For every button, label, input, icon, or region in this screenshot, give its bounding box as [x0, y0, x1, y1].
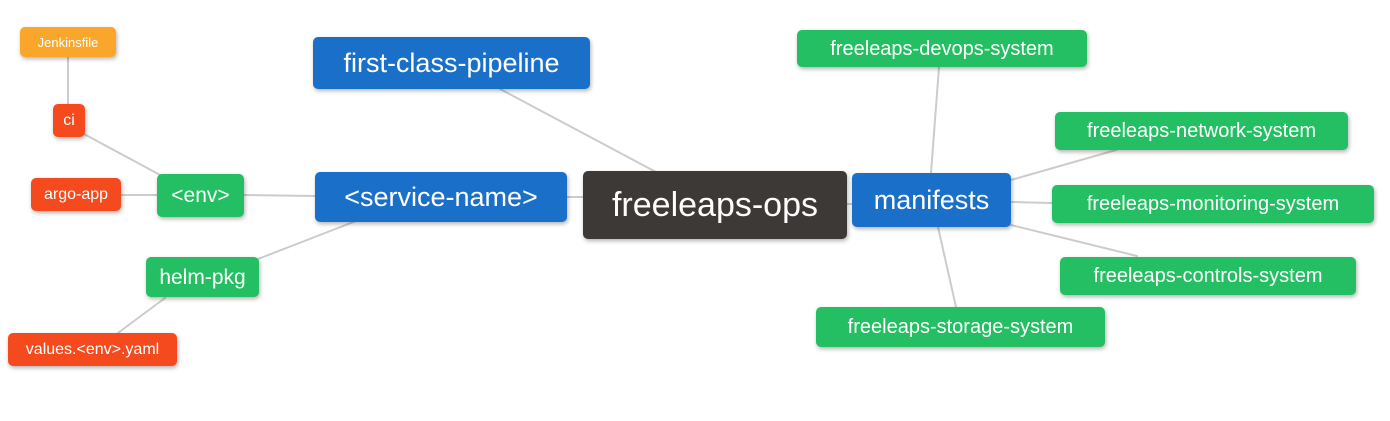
node-env[interactable]: <env> — [157, 174, 244, 217]
edge-helm-pkg-service-name — [257, 220, 357, 260]
node-values-env-yaml[interactable]: values.<env>.yaml — [8, 333, 177, 366]
node-freeleaps-controls-system[interactable]: freeleaps-controls-system — [1060, 257, 1356, 295]
node-argo-app[interactable]: argo-app — [31, 178, 121, 211]
node-freeleaps-network-system[interactable]: freeleaps-network-system — [1055, 112, 1348, 150]
node-freeleaps-storage-system[interactable]: freeleaps-storage-system — [816, 307, 1105, 347]
node-freeleaps-devops-system[interactable]: freeleaps-devops-system — [797, 30, 1087, 67]
node-first-class-pipeline[interactable]: first-class-pipeline — [313, 37, 590, 89]
edge-manifests-controls — [1010, 224, 1138, 257]
node-freeleaps-ops[interactable]: freeleaps-ops — [583, 171, 847, 239]
edge-manifests-storage — [937, 226, 957, 308]
edge-first-class-pipeline-root — [499, 88, 657, 173]
node-freeleaps-monitoring-system[interactable]: freeleaps-monitoring-system — [1052, 185, 1374, 223]
node-jenkinsfile[interactable]: Jenkinsfile — [20, 27, 116, 57]
edge-values-helm-pkg — [117, 297, 166, 334]
edge-devops-manifests — [930, 66, 940, 174]
edge-manifests-monitoring — [1011, 201, 1053, 204]
node-manifests[interactable]: manifests — [852, 173, 1011, 227]
node-service-name[interactable]: <service-name> — [315, 172, 567, 222]
node-helm-pkg[interactable]: helm-pkg — [146, 257, 259, 297]
node-ci[interactable]: ci — [53, 104, 85, 137]
edge-manifests-network — [1010, 149, 1117, 181]
edge-ci-env — [83, 133, 163, 177]
edge-env-service-name — [243, 194, 316, 197]
